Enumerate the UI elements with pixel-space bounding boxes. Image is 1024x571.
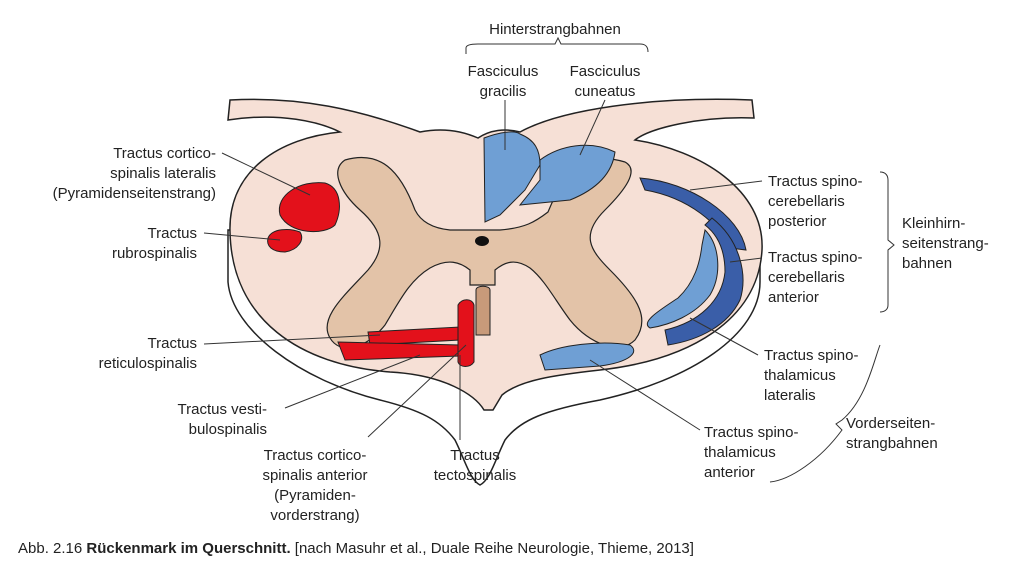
label-tractus-spinocerebellaris-posterior: Tractus spino- cerebellaris posterior: [768, 173, 863, 230]
label-fasciculus-cuneatus: Fasciculus cuneatus: [569, 63, 641, 100]
label-tractus-spinocerebellaris-anterior: Tractus spino- cerebellaris anterior: [768, 249, 863, 306]
tractus-spinothalamicus-anterior-area: [539, 342, 635, 371]
tractus-rubrospinalis-area: [267, 229, 303, 253]
leader-spinothal-lat: [689, 317, 759, 356]
label-tractus-spinothalamicus-lateralis: Tractus spino- thalamicus lateralis: [764, 347, 859, 404]
bracket-hinterstrang: [465, 36, 649, 54]
tractus-spinocerebellaris-anterior-area: [664, 217, 744, 346]
tractus-corticospinalis-lateralis-area: [278, 182, 340, 233]
tractus-spinothalamicus-lateralis-area: [647, 228, 719, 329]
caption-number: Abb. 2.16: [18, 540, 83, 557]
figure-caption: Abb. 2.16 Rückenmark im Querschnitt. [na…: [18, 540, 694, 557]
leader-reticulo: [203, 334, 381, 345]
gray-matter: [326, 156, 643, 349]
leader-cortico-lat: [221, 152, 311, 196]
leader-spinothal-ant: [589, 359, 701, 431]
label-tractus-rubrospinalis: Tractus rubrospinalis: [111, 225, 197, 262]
caption-source: [nach Masuhr et al., Duale Reihe Neurolo…: [294, 540, 694, 557]
leader-spinocereb-post: [689, 180, 763, 191]
label-kleinhirnseitenstrangbahnen: Kleinhirn- seitenstrang- bahnen: [902, 215, 989, 272]
label-hinterstrangbahnen: Hinterstrangbahnen: [489, 21, 621, 38]
caption-title: Rückenmark im Querschnitt.: [86, 540, 291, 557]
label-tractus-spinothalamicus-anterior: Tractus spino- thalamicus anterior: [704, 424, 799, 481]
tractus-spinocerebellaris-posterior-area: [639, 177, 747, 251]
label-vorderseitenstrangbahnen: Vorderseiten- strangbahnen: [846, 415, 938, 452]
leader-vestibulo: [284, 354, 421, 409]
fasciculus-cuneatus-area: [518, 144, 616, 206]
label-tractus-corticospinalis-lateralis: Tractus cortico- spinalis lateralis (Pyr…: [52, 145, 216, 202]
label-tractus-reticulospinalis: Tractus reticulospinalis: [98, 335, 197, 372]
leader-cortico-ant: [367, 344, 467, 438]
label-tractus-tectospinalis: Tractus tectospinalis: [433, 447, 517, 484]
central-canal: [475, 236, 489, 246]
label-tractus-vestibulospinalis: Tractus vesti- bulospinalis: [177, 401, 267, 438]
label-tractus-corticospinalis-anterior: Tractus cortico- spinalis anterior (Pyra…: [262, 447, 368, 524]
anterior-median-fissure: [475, 285, 491, 336]
bracket-vorderseiten: [769, 344, 881, 483]
leader-cuneatus: [579, 99, 606, 156]
label-fasciculus-gracilis: Fasciculus gracilis: [467, 63, 539, 100]
bracket-kleinhirn: [879, 171, 895, 313]
leader-rubro: [203, 232, 281, 241]
leader-spinocereb-ant: [729, 257, 763, 263]
